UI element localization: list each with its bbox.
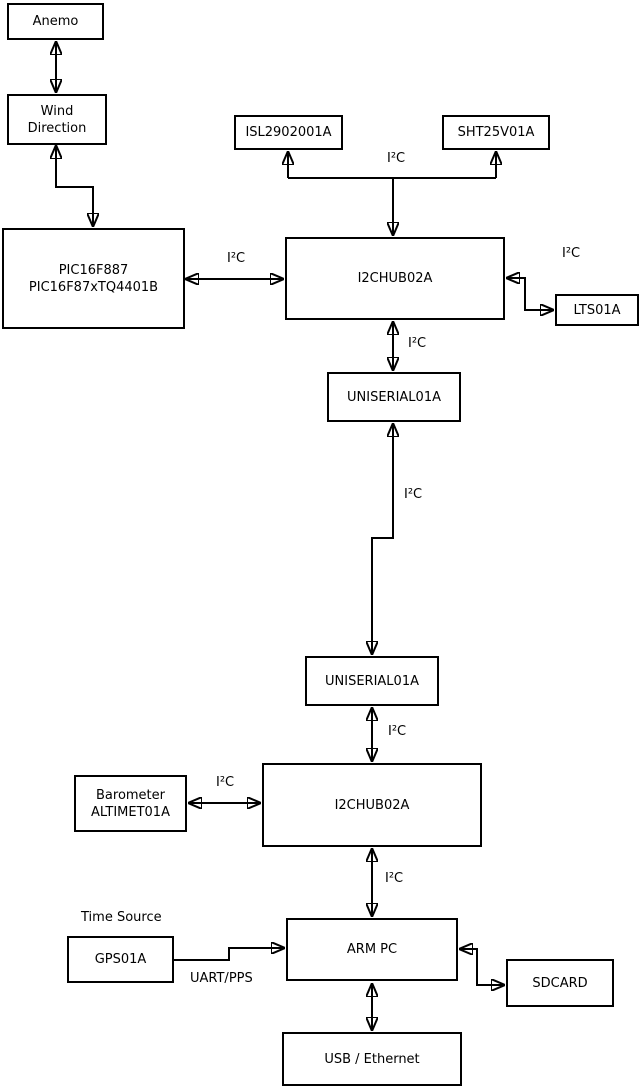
node-gps01a-label: GPS01A	[94, 952, 147, 967]
node-i2chub02a-top: I2CHUB02A	[285, 237, 505, 320]
label-i2c-hub1-uniserialtop: I²C	[408, 336, 427, 351]
label-i2c-hub1-lts: I²C	[562, 246, 581, 261]
label-i2c-bus: I²C	[387, 151, 406, 166]
node-i2chub02a-top-label: I2CHUB02A	[357, 271, 433, 286]
node-barometer-altimet01a: Barometer ALTIMET01A	[74, 775, 187, 832]
label-uart-pps: UART/PPS	[190, 971, 253, 986]
node-gps01a: GPS01A	[67, 936, 174, 983]
node-wind-direction: Wind Direction	[7, 94, 107, 145]
node-anemo: Anemo	[7, 3, 104, 40]
label-i2c-uniserial-link: I²C	[404, 487, 423, 502]
node-wind-direction-label-line1: Wind	[40, 103, 74, 119]
connector-hub1-lts	[507, 278, 553, 310]
connector-winddirection-pic	[56, 146, 93, 226]
node-i2chub02a-bottom: I2CHUB02A	[262, 763, 482, 847]
connector-armpc-sdcard	[460, 949, 504, 985]
label-i2c-hub2-armpc: I²C	[385, 871, 404, 886]
node-sdcard: SDCARD	[506, 959, 614, 1007]
node-sht25v01a: SHT25V01A	[442, 115, 550, 150]
node-sht25v01a-label: SHT25V01A	[457, 125, 535, 140]
node-uniserial01a-bottom-label: UNISERIAL01A	[325, 673, 419, 689]
label-i2c-pic-hub1: I²C	[227, 251, 246, 266]
node-pic16f887: PIC16F887 PIC16F87xTQ4401B	[2, 228, 185, 329]
node-barometer-label-line2: ALTIMET01A	[91, 804, 170, 820]
node-arm-pc: ARM PC	[286, 918, 458, 981]
label-time-source: Time Source	[81, 910, 162, 925]
node-lts01a: LTS01A	[555, 294, 639, 326]
node-i2chub02a-bottom-label: I2CHUB02A	[334, 797, 410, 813]
node-wind-direction-label-line2: Direction	[27, 120, 87, 136]
node-lts01a-label: LTS01A	[573, 302, 621, 318]
node-usb-ethernet-label: USB / Ethernet	[324, 1051, 420, 1067]
node-isl2902001a: ISL2902001A	[234, 115, 343, 150]
node-barometer-label-line1: Barometer	[96, 787, 165, 803]
label-i2c-uniserialbottom-hub2: I²C	[388, 724, 407, 739]
label-i2c-barometer-hub2: I²C	[216, 775, 235, 790]
node-sdcard-label: SDCARD	[532, 975, 588, 991]
node-uniserial01a-top-label: UNISERIAL01A	[347, 389, 441, 405]
node-anemo-label: Anemo	[32, 14, 79, 29]
node-arm-pc-label: ARM PC	[346, 942, 398, 957]
connector-gps-armpc	[174, 948, 284, 961]
node-usb-ethernet: USB / Ethernet	[282, 1032, 462, 1086]
node-uniserial01a-bottom: UNISERIAL01A	[305, 656, 439, 706]
node-isl2902001a-label: ISL2902001A	[245, 125, 332, 140]
connector-uniserialtop-uniserialbottom	[372, 424, 393, 654]
node-pic16f887-label-line2: PIC16F87xTQ4401B	[28, 279, 159, 295]
node-uniserial01a-top: UNISERIAL01A	[327, 372, 461, 422]
node-pic16f887-label-line1: PIC16F887	[58, 262, 129, 278]
